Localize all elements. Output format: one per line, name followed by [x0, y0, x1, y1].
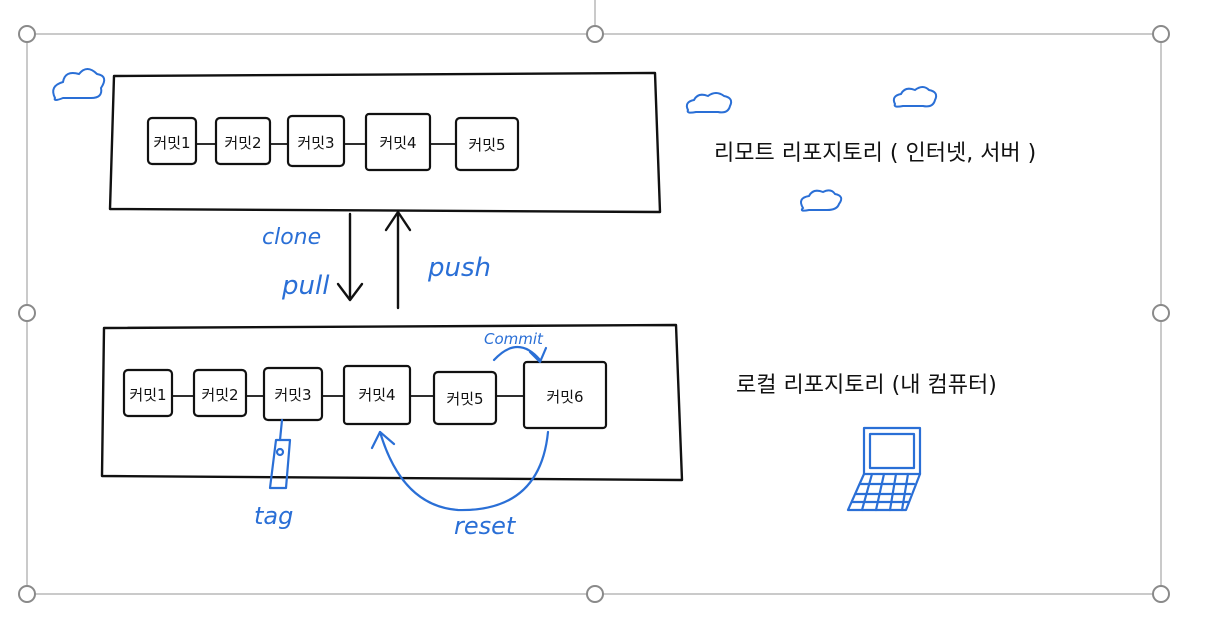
reset-label: reset — [454, 512, 517, 540]
commit-label: 커밋5 — [468, 136, 505, 154]
commit-node: 커밋5 — [454, 116, 520, 172]
tag-label: tag — [254, 502, 293, 530]
commit-label: 커밋3 — [274, 386, 311, 404]
resize-handle-right[interactable] — [1152, 304, 1170, 322]
commit-arrow — [492, 345, 548, 364]
remote-repository-box — [108, 71, 662, 214]
local-repository: 커밋1 커밋2 커밋3 커밋4 커밋5 커밋6 — [100, 323, 684, 482]
commit-node: 커밋4 — [364, 112, 432, 172]
commit-node: 커밋6 — [522, 360, 608, 430]
local-repository-box — [100, 323, 684, 482]
commit-annotation-label: Commit — [484, 330, 544, 348]
commit-label: 커밋2 — [224, 134, 261, 152]
commit-label: 커밋1 — [153, 134, 190, 152]
selection-handles[interactable] — [18, 25, 1170, 603]
commit-label: 커밋1 — [129, 386, 166, 404]
push-label: push — [427, 253, 491, 283]
resize-handle-left[interactable] — [18, 304, 36, 322]
push-arrow — [384, 210, 412, 310]
commit-label: 커밋3 — [297, 134, 334, 152]
commit-label: 커밋2 — [201, 386, 238, 404]
commit-node: 커밋1 — [122, 368, 174, 418]
reset-arrow — [370, 430, 550, 512]
commit-label: 커밋4 — [379, 134, 416, 152]
commit-node: 커밋2 — [214, 116, 272, 166]
remote-repository: 커밋1 커밋2 커밋3 커밋4 커밋5 — [108, 71, 662, 214]
pull-arrow — [336, 212, 364, 302]
commit-node: 커밋2 — [192, 368, 248, 418]
cloud-icon — [800, 189, 843, 212]
clone-label: clone — [262, 225, 321, 250]
commit-node: 커밋3 — [286, 114, 346, 168]
resize-handle-bottom-left[interactable] — [18, 585, 36, 603]
resize-handle-top[interactable] — [586, 25, 604, 43]
cloud-icon — [52, 68, 106, 101]
commit-node: 커밋3 — [262, 366, 324, 422]
commit-label: 커밋5 — [446, 390, 483, 408]
tag-icon — [268, 418, 292, 490]
commit-label: 커밋4 — [358, 386, 395, 404]
commit-node: 커밋4 — [342, 364, 412, 426]
resize-handle-bottom[interactable] — [586, 585, 604, 603]
selection-frame — [26, 33, 1162, 595]
local-repository-title: 로컬 리포지토리 (내 컴퓨터) — [736, 373, 997, 398]
commit-node: 커밋1 — [146, 116, 198, 166]
resize-handle-top-left[interactable] — [18, 25, 36, 43]
cloud-icon — [892, 86, 938, 108]
pull-label: pull — [281, 271, 330, 301]
cloud-icon — [685, 92, 733, 114]
laptop-icon — [846, 426, 922, 512]
commit-label: 커밋6 — [546, 388, 583, 406]
resize-handle-bottom-right[interactable] — [1152, 585, 1170, 603]
resize-handle-top-right[interactable] — [1152, 25, 1170, 43]
commit-node: 커밋5 — [432, 370, 498, 426]
remote-repository-title: 리모트 리포지토리 ( 인터넷, 서버 ) — [714, 141, 1036, 166]
